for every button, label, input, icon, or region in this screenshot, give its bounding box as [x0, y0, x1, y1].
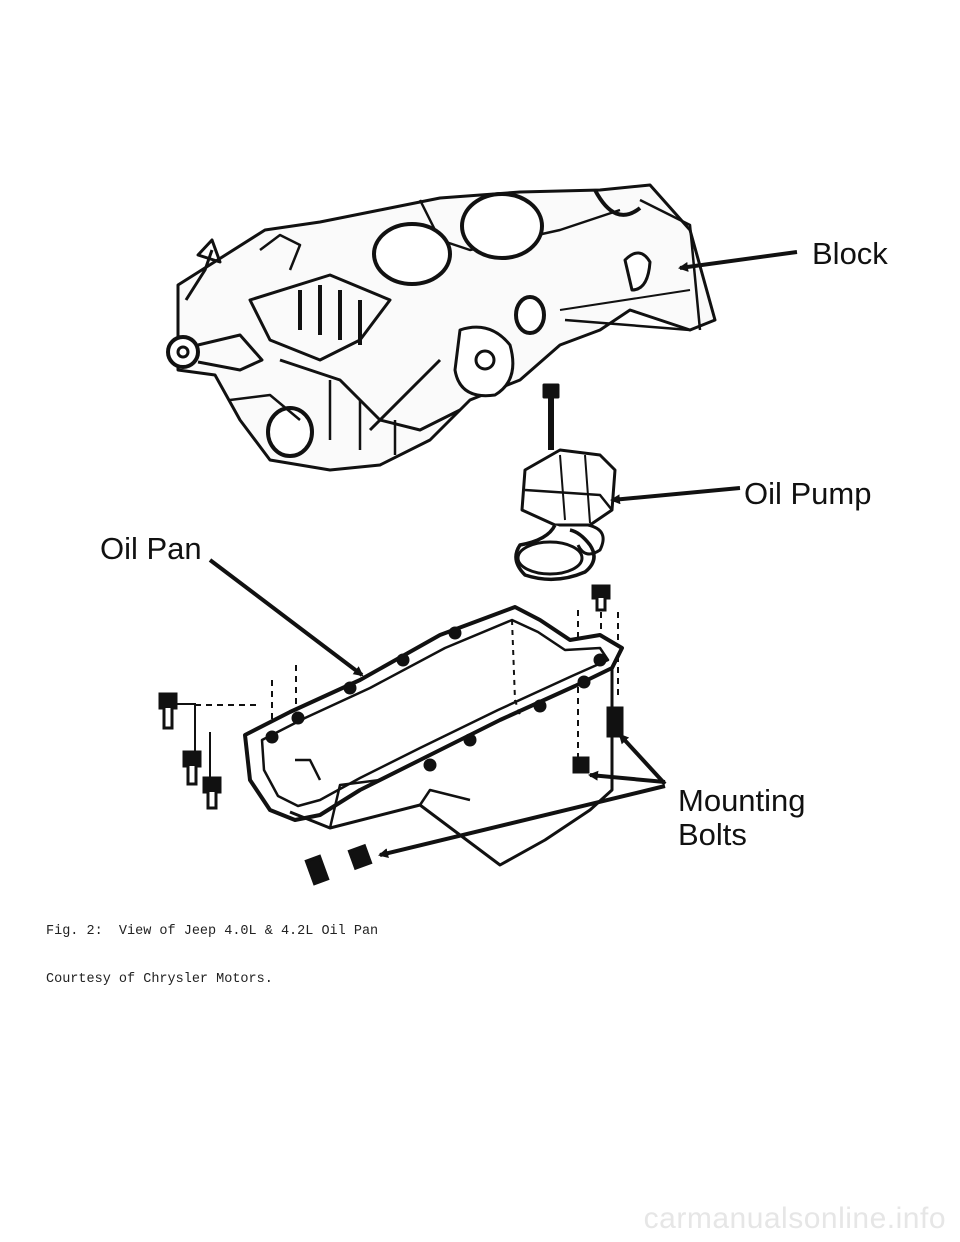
- watermark: carmanualsonline.info: [643, 1202, 946, 1235]
- engine-block: [166, 183, 717, 472]
- label-oil-pan: Oil Pan: [100, 531, 202, 566]
- label-oil-pump: Oil Pump: [744, 476, 871, 511]
- label-mounting-bolts-line2: Bolts: [678, 817, 747, 852]
- label-mounting-bolts-line1: Mounting: [678, 783, 806, 818]
- caption-line-2: Courtesy of Chrysler Motors.: [46, 972, 273, 987]
- oil-pan: [243, 605, 624, 867]
- leader-arrows: [208, 250, 798, 858]
- label-block: Block: [812, 236, 888, 271]
- figure-caption: Fig. 2: View of Jeep 4.0L & 4.2L Oil Pan…: [46, 892, 378, 1004]
- oil-pump: [514, 383, 617, 582]
- pump-bolt: [591, 584, 611, 612]
- oil-pan-exploded-diagram: Block Oil Pump Oil Pan Mounting Bolts: [100, 183, 888, 886]
- mounting-bolts-group: [158, 692, 624, 886]
- caption-line-1: Fig. 2: View of Jeep 4.0L & 4.2L Oil Pan: [46, 924, 379, 939]
